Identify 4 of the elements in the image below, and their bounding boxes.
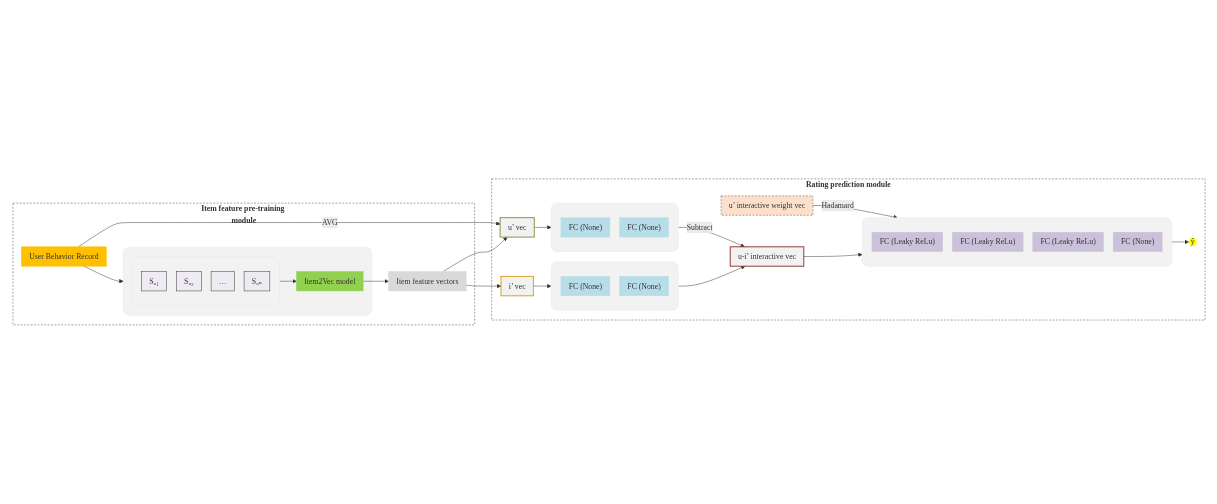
cluster [550, 261, 678, 311]
cluster [861, 217, 1172, 267]
cluster [550, 203, 678, 252]
cluster [122, 247, 372, 316]
